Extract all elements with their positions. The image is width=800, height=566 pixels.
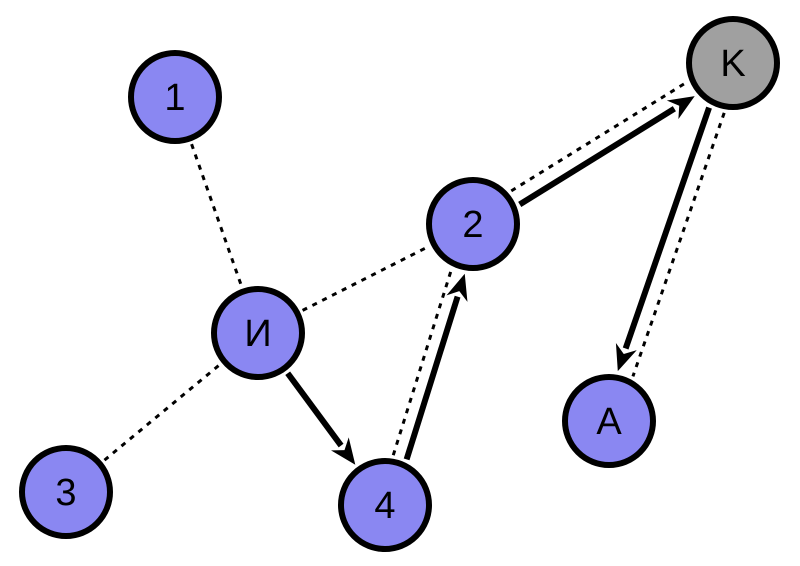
node-circle-A[interactable] [562,374,656,468]
node-label-K: K [720,43,745,85]
edge-dashed-2-K [510,81,688,193]
node-circle-4[interactable] [338,458,432,552]
node-circle-3[interactable] [19,445,113,539]
arrowhead-I-to-4 [331,437,356,465]
solid-edge-layer [285,96,712,465]
edge-solid-I-4 [285,371,344,448]
graph-node-2[interactable]: 2 [426,177,520,271]
node-circle-I[interactable] [211,286,305,380]
arrowhead-K-to-A [615,342,637,372]
edge-dashed-3-I [103,363,221,462]
edge-dashed-I-2 [301,245,430,312]
node-label-I: И [244,313,271,355]
node-label-3: 3 [55,472,76,514]
graph-node-3[interactable]: 3 [19,445,113,539]
edge-solid-4-2 [403,295,461,461]
arrowhead-2-to-K [666,96,695,120]
graph-node-A[interactable]: A [562,374,656,468]
node-circle-K[interactable] [686,16,780,110]
graph-node-I[interactable]: И [211,286,305,380]
graph-node-4[interactable]: 4 [338,458,432,552]
edge-dashed-4-2 [391,269,453,456]
dashed-edge-layer [103,81,726,462]
edge-dashed-1-I [190,143,243,287]
node-label-4: 4 [374,485,395,527]
edge-solid-K-A [622,106,712,350]
node-label-A: A [596,401,622,443]
edge-dashed-K-A [631,112,726,377]
arrowhead-4-to-2 [446,273,468,302]
node-layer: 1И 3 4 2 K A [19,16,780,552]
graph-node-1[interactable]: 1 [128,50,222,144]
node-label-1: 1 [164,77,185,119]
node-circle-2[interactable] [426,177,520,271]
graph-node-K[interactable]: K [686,16,780,110]
node-label-2: 2 [462,204,483,246]
node-circle-1[interactable] [128,50,222,144]
edge-solid-2-K [518,106,676,208]
